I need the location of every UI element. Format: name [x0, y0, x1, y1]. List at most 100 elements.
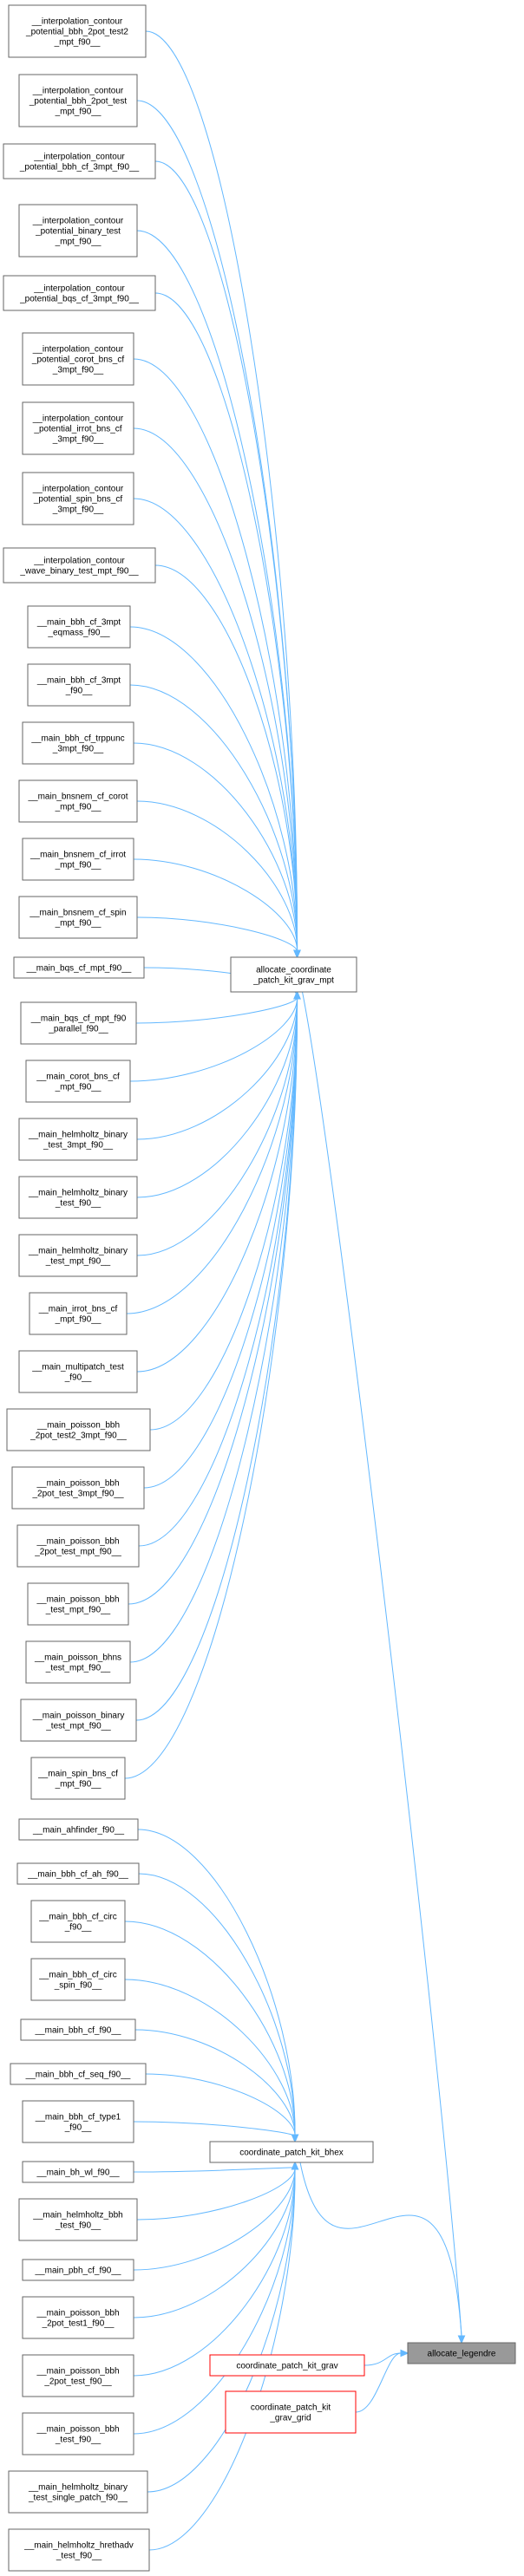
graph-node-i4[interactable]: __interpolation_contour_potential_binary…	[18, 204, 138, 258]
graph-node-i9[interactable]: __interpolation_contour_wave_binary_test…	[3, 547, 156, 584]
node-box	[18, 1118, 138, 1161]
graph-node-m17[interactable]: __main_poisson_bbh_2pot_test_mpt_f90__	[16, 1524, 140, 1568]
graph-node-m21[interactable]: __main_spin_bns_cf_mpt_f90__	[30, 1757, 126, 1800]
graph-node-m4[interactable]: __main_bnsnem_cf_corot_mpt_f90__	[18, 779, 138, 823]
graph-node-hub1[interactable]: allocate_coordinate_patch_kit_grav_mpt	[230, 956, 357, 993]
graph-node-hub2[interactable]: coordinate_patch_kit_bhex	[209, 2141, 374, 2163]
edge-m21-to-hub1-arrowhead	[293, 990, 301, 1000]
node-label-line: _test_f90__	[56, 2552, 102, 2561]
node-label-line: _mpt_f90__	[55, 1315, 102, 1325]
node-box	[225, 2390, 357, 2434]
graph-node-i5[interactable]: __interpolation_contour_potential_bqs_cf…	[3, 275, 156, 311]
node-box	[27, 605, 131, 649]
node-label-line: __main_poisson_bhns	[34, 1653, 121, 1663]
node-box	[25, 1640, 131, 1684]
node-box	[8, 2470, 148, 2514]
node-box	[18, 896, 138, 939]
node-box	[18, 2198, 138, 2241]
graph-node-b12[interactable]: __main_poisson_bbh_2pot_test_f90__	[22, 2354, 134, 2397]
node-label-line: _mpt_f90__	[55, 238, 102, 247]
graph-node-i7[interactable]: __interpolation_contour_potential_irrot_…	[22, 401, 134, 455]
node-label-line: _potential_binary_test	[35, 227, 121, 237]
node-label-line: __interpolation_contour	[33, 284, 125, 294]
edge-m19-to-hub1	[129, 996, 298, 1663]
graph-node-b9[interactable]: __main_helmholtz_bbh_test_f90__	[18, 2198, 138, 2241]
graph-node-r1[interactable]: coordinate_patch_kit_grav	[209, 2354, 365, 2377]
edge-i2-to-hub1	[136, 100, 298, 953]
node-label-line: _mpt_f90__	[55, 1780, 102, 1790]
edge-i6-to-hub1	[133, 358, 298, 953]
graph-node-m5[interactable]: __main_bnsnem_cf_irrot_mpt_f90__	[22, 838, 134, 881]
node-label-line: allocate_legendre	[428, 2350, 496, 2359]
node-label-line: __main_poisson_bbh	[36, 2309, 119, 2318]
node-label-line: _potential_bqs_cf_3mpt_f90__	[19, 295, 139, 304]
graph-node-m15[interactable]: __main_poisson_bbh_2pot_test2_3mpt_f90__	[6, 1408, 151, 1451]
edge-m9-to-hub1	[129, 996, 298, 1082]
graph-node-m19[interactable]: __main_poisson_bhns_test_mpt_f90__	[25, 1640, 131, 1684]
graph-node-m14[interactable]: __main_multipatch_test_f90__	[18, 1350, 138, 1393]
graph-node-b1[interactable]: __main_ahfinder_f90__	[18, 1818, 139, 1841]
graph-node-i8[interactable]: __interpolation_contour_potential_spin_b…	[22, 472, 134, 525]
graph-node-b8[interactable]: __main_bh_wl_f90__	[22, 2161, 134, 2183]
node-label-line: _3mpt_f90__	[52, 366, 104, 375]
graph-node-b5[interactable]: __main_bbh_cf_f90__	[20, 2018, 136, 2041]
graph-node-focus[interactable]: allocate_legendre	[407, 2342, 516, 2364]
node-label-line: __interpolation_contour	[33, 153, 125, 162]
graph-node-m2[interactable]: __main_bbh_cf_3mpt_f90__	[27, 663, 131, 707]
node-label-line: __main_spin_bns_cf	[37, 1770, 118, 1779]
graph-node-r2[interactable]: coordinate_patch_kit_grav_grid	[225, 2390, 357, 2434]
graph-node-b3[interactable]: __main_bbh_cf_circ_f90__	[30, 1900, 126, 1943]
node-label-line: _grav_grid	[269, 2414, 311, 2423]
graph-node-m20[interactable]: __main_poisson_binary_test_mpt_f90__	[20, 1699, 137, 1742]
graph-node-m7[interactable]: __main_bqs_cf_mpt_f90__	[13, 956, 145, 979]
graph-node-b4[interactable]: __main_bbh_cf_circ_spin_f90__	[30, 1958, 126, 2001]
graph-node-m16[interactable]: __main_poisson_bbh_2pot_test_3mpt_f90__	[11, 1466, 145, 1510]
edge-m16-to-hub1	[143, 996, 298, 1489]
edge-b12-to-hub2	[133, 2167, 296, 2377]
node-label-line: _mpt_f90__	[55, 1083, 102, 1092]
graph-node-b15[interactable]: __main_helmholtz_hrethadv_test_f90__	[8, 2528, 150, 2572]
edge-b5-to-hub2	[134, 2029, 296, 2137]
graph-node-m11[interactable]: __main_helmholtz_binary_test_f90__	[18, 1176, 138, 1219]
node-label-line: __interpolation_contour	[32, 414, 124, 424]
node-label-line: _mpt_f90__	[55, 861, 102, 871]
node-box	[22, 2296, 134, 2339]
edge-i4-to-hub1	[136, 230, 298, 953]
node-box	[22, 2161, 134, 2183]
graph-node-i1[interactable]: __interpolation_contour_potential_bbh_2p…	[8, 4, 147, 58]
graph-node-b13[interactable]: __main_poisson_bbh_test_f90__	[22, 2412, 134, 2455]
graph-node-b6[interactable]: __main_bbh_cf_seq_f90__	[10, 2063, 147, 2085]
edge-b8-to-hub2	[133, 2167, 296, 2173]
node-label-line: __main_helmholtz_hrethadv	[23, 2541, 134, 2551]
graph-node-m12[interactable]: __main_helmholtz_binary_test_mpt_f90__	[18, 1234, 138, 1277]
graph-node-b14[interactable]: __main_helmholtz_binary_test_single_patc…	[8, 2470, 148, 2514]
graph-node-m1[interactable]: __main_bbh_cf_3mpt_eqmass_f90__	[27, 605, 131, 649]
graph-node-m10[interactable]: __main_helmholtz_binary_test_3mpt_f90__	[18, 1118, 138, 1161]
node-box	[8, 4, 147, 58]
node-box	[18, 1234, 138, 1277]
graph-node-m3[interactable]: __main_bbh_cf_trppunc_3mpt_f90__	[22, 721, 134, 765]
graph-node-b2[interactable]: __main_bbh_cf_ah_f90__	[16, 1862, 140, 1885]
graph-node-m13[interactable]: __main_irrot_bns_cf_mpt_f90__	[29, 1292, 128, 1335]
graph-node-i2[interactable]: __interpolation_contour_potential_bbh_2p…	[18, 74, 138, 127]
node-box	[22, 2259, 134, 2281]
graph-node-b7[interactable]: __main_bbh_cf_type1_f90__	[22, 2100, 134, 2143]
graph-node-m9[interactable]: __main_corot_bns_cf_mpt_f90__	[25, 1060, 131, 1103]
graph-node-m8[interactable]: __main_bqs_cf_mpt_f90_parallel_f90__	[20, 1001, 137, 1045]
edge-m11-to-hub1	[136, 996, 298, 1198]
edge-m12-to-hub1	[136, 996, 298, 1256]
graph-node-m18[interactable]: __main_poisson_bbh_test_mpt_f90__	[27, 1582, 129, 1626]
node-box	[209, 2354, 365, 2377]
node-label-line: _mpt_f90__	[55, 803, 102, 812]
graph-node-b11[interactable]: __main_poisson_bbh_2pot_test1_f90__	[22, 2296, 134, 2339]
node-label-line: __main_bbh_cf_circ	[38, 1971, 117, 1980]
graph-node-b10[interactable]: __main_pbh_cf_f90__	[22, 2259, 134, 2281]
edge-b6-to-hub2	[145, 2073, 296, 2137]
node-box	[16, 1524, 140, 1568]
graph-node-i6[interactable]: __interpolation_contour_potential_corot_…	[22, 332, 134, 386]
graph-node-i3[interactable]: __interpolation_contour_potential_bbh_cf…	[3, 143, 156, 179]
node-label-line: __main_bbh_cf_f90__	[35, 2026, 121, 2036]
node-box	[22, 2354, 134, 2397]
edge-m21-to-hub1	[124, 996, 298, 1779]
graph-node-m6[interactable]: __main_bnsnem_cf_spin_mpt_f90__	[18, 896, 138, 939]
